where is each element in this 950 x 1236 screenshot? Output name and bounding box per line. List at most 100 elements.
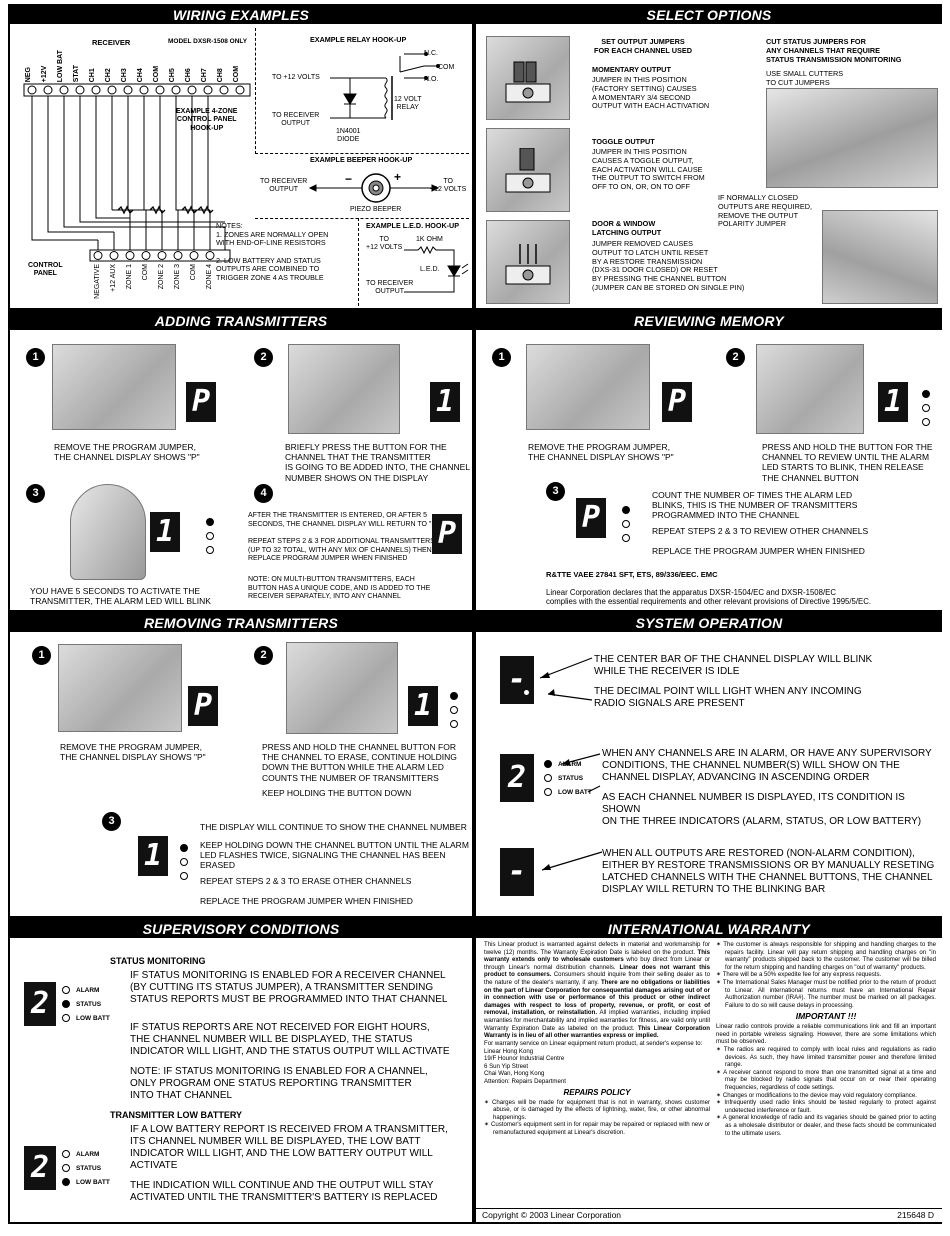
status-indicator-label: STATUS	[76, 1165, 102, 1172]
channel-display: 2	[24, 1146, 56, 1190]
channel-display: 1	[878, 382, 908, 422]
lowbatt-led-icon	[544, 788, 552, 796]
removing-step2b-text: KEEP HOLDING THE BUTTON DOWN	[262, 788, 412, 798]
relay-no-label: N.O.	[424, 76, 439, 83]
warranty-item: ✶ The International Sales Manager must b…	[716, 979, 936, 1009]
declaration-text: Linear Corporation declares that the app…	[546, 588, 872, 607]
divider-dashed	[255, 28, 256, 154]
important-item: ✶ Infrequently used radio links should b…	[716, 1099, 936, 1114]
channel-display-idle: -	[500, 656, 534, 704]
repairs-policy-title: REPAIRS POLICY	[563, 1087, 631, 1097]
transmitter-photo	[70, 484, 146, 580]
reviewing-step1-text: REMOVE THE PROGRAM JUMPER, THE CHANNEL D…	[528, 442, 674, 463]
lowbatt-led-icon	[922, 418, 930, 426]
low-battery-title: TRANSMITTER LOW BATTERY	[110, 1110, 242, 1120]
adding-step4c-text: NOTE: ON MULTI-BUTTON TRANSMITTERS, EACH…	[248, 576, 431, 601]
important-item: ✶ A general knowledge of radio and its v…	[716, 1114, 937, 1137]
step-number: 3	[26, 484, 45, 503]
wiring-examples-header: WIRING EXAMPLES	[10, 6, 472, 24]
instruction-sheet: WIRING EXAMPLES RECEIVER MODEL DXSR-1508…	[8, 4, 942, 1224]
removing-step3c-text: REPEAT STEPS 2 & 3 TO ERASE OTHER CHANNE…	[200, 876, 412, 886]
status-led-icon	[450, 706, 458, 714]
lowbatt-led-icon	[62, 1014, 70, 1022]
address-line: Attention: Repairs Department	[484, 1077, 566, 1085]
channel-display: 1	[138, 836, 168, 876]
low-battery-p1: IF A LOW BATTERY REPORT IS RECEIVED FROM…	[130, 1124, 448, 1171]
toggle-title: TOGGLE OUTPUT	[592, 137, 655, 146]
adding-step1-text: REMOVE THE PROGRAM JUMPER, THE CHANNEL D…	[54, 442, 200, 463]
removing-step3b-text: KEEP HOLDING DOWN THE CHANNEL BUTTON UNT…	[200, 840, 469, 871]
removing-step3d-text: REPLACE THE PROGRAM JUMPER WHEN FINISHED	[200, 896, 413, 906]
each-channel-text: AS EACH CHANNEL NUMBER IS DISPLAYED, ITS…	[602, 792, 922, 827]
lowbatt-led-icon	[450, 720, 458, 728]
lowbatt-indicator-label: LOW BATT	[76, 1015, 110, 1022]
alarm-led-icon	[622, 506, 630, 514]
channel-display-alarm: 2	[500, 754, 534, 802]
step-number: 1	[492, 348, 511, 367]
warranty-service-text: For warranty service on Linear equipment…	[484, 1039, 703, 1047]
divider-dashed	[255, 153, 469, 154]
momentary-title: MOMENTARY OUTPUT	[592, 65, 671, 74]
system-operation-section: SYSTEM OPERATION - THE CENTER BAR OF THE…	[476, 614, 942, 916]
cut-jumpers-text: USE SMALL CUTTERS TO CUT JUMPERS	[766, 69, 844, 87]
status-led-icon	[544, 774, 552, 782]
adding-transmitters-header: ADDING TRANSMITTERS	[10, 312, 472, 330]
status-indicator-label: STATUS	[76, 1001, 102, 1008]
receiver-terminal-labels: NEG +12V LOW BAT STAT CH1 CH2 CH3 CH4 CO…	[24, 49, 240, 82]
status-led-icon	[206, 532, 214, 540]
lowbatt-led-icon	[206, 546, 214, 554]
divider-dashed	[358, 218, 359, 306]
channel-display: P	[186, 382, 216, 422]
relay-com-label: COM	[438, 64, 455, 71]
important-item: ✶ The radios are required to comply with…	[716, 1045, 936, 1069]
alarm-led-icon	[206, 518, 214, 526]
channel-display: 1	[150, 512, 180, 552]
momentary-text: JUMPER IN THIS POSITION (FACTORY SETTING…	[592, 75, 710, 111]
lowbatt-led-icon	[62, 1178, 70, 1186]
select-options-header: SELECT OPTIONS	[476, 6, 942, 24]
relay-title: EXAMPLE RELAY HOOK-UP	[310, 35, 407, 44]
set-output-title: SET OUTPUT JUMPERS FOR EACH CHANNEL USED	[594, 37, 692, 55]
control-panel-wiring-diagram	[23, 83, 251, 262]
copyright-text: Copyright © 2003 Linear Corporation	[482, 1210, 622, 1220]
arrow-icon	[541, 851, 603, 871]
beeper-title: EXAMPLE BEEPER HOOK-UP	[310, 155, 413, 164]
jumper-icon	[505, 148, 551, 193]
divider-dashed	[255, 218, 469, 219]
model-label: MODEL DXSR-1508 ONLY	[168, 38, 248, 45]
wiring-notes: NOTES: 1. ZONES ARE NORMALLY OPEN WITH E…	[216, 221, 329, 282]
adding-step3-text: YOU HAVE 5 SECONDS TO ACTIVATE THE TRANS…	[30, 586, 211, 607]
remove-jumper-photo	[58, 644, 182, 732]
lowbatt-led-icon	[622, 534, 630, 542]
channel-display: P	[662, 382, 692, 422]
important-title: IMPORTANT !!!	[795, 1011, 857, 1022]
channel-display: P	[576, 498, 606, 538]
cut-jumpers-title: CUT STATUS JUMPERS FOR ANY CHANNELS THAT…	[766, 37, 902, 64]
warranty-item: ✶ There will be a 50% expedite fee for a…	[716, 971, 882, 979]
alarm-channels-text: WHEN ANY CHANNELS ARE IN ALARM, OR HAVE …	[602, 748, 932, 783]
reviewing-memory-section: REVIEWING MEMORY 1 P REMOVE THE PROGRAM …	[476, 312, 942, 610]
reviewing-step2-text: PRESS AND HOLD THE BUTTON FOR THE CHANNE…	[762, 442, 933, 483]
lowbatt-led-icon	[180, 872, 188, 880]
removing-step3a-text: THE DISPLAY WILL CONTINUE TO SHOW THE CH…	[200, 822, 467, 832]
remove-jumper-photo	[52, 344, 176, 430]
cut-jumpers-photo	[766, 88, 938, 188]
international-warranty-header: INTERNATIONAL WARRANTY	[476, 920, 942, 938]
important-item: ✶ A receiver cannot respond to more than…	[716, 1068, 937, 1091]
address-line: 19/F Hounor Industrial Centre	[484, 1055, 565, 1063]
supervisory-conditions-section: SUPERVISORY CONDITIONS STATUS MONITORING…	[10, 920, 472, 1222]
press-button-photo	[288, 344, 400, 434]
piezo-beeper-icon	[308, 173, 440, 203]
status-led-icon	[180, 858, 188, 866]
step-number: 2	[726, 348, 745, 367]
led-title: EXAMPLE L.E.D. HOOK-UP	[366, 221, 460, 230]
lowbatt-indicator-label: LOW BATT	[76, 1179, 110, 1186]
led-label: L.E.D.	[420, 266, 440, 273]
status-monitoring-p2: IF STATUS REPORTS ARE NOT RECEIVED FOR E…	[130, 1022, 450, 1057]
status-monitoring-p3: NOTE: IF STATUS MONITORING IS ENABLED FO…	[130, 1066, 428, 1101]
warranty-item: ✶ The customer is always responsible for…	[716, 941, 936, 971]
relay-receiver-label: TO RECEIVER OUTPUT	[272, 112, 320, 128]
relay-label: 12 VOLT RELAY	[394, 96, 422, 112]
relay-schematic	[330, 52, 440, 120]
repairs-item: ✶ Customer's equipment sent in for repai…	[484, 1121, 710, 1137]
